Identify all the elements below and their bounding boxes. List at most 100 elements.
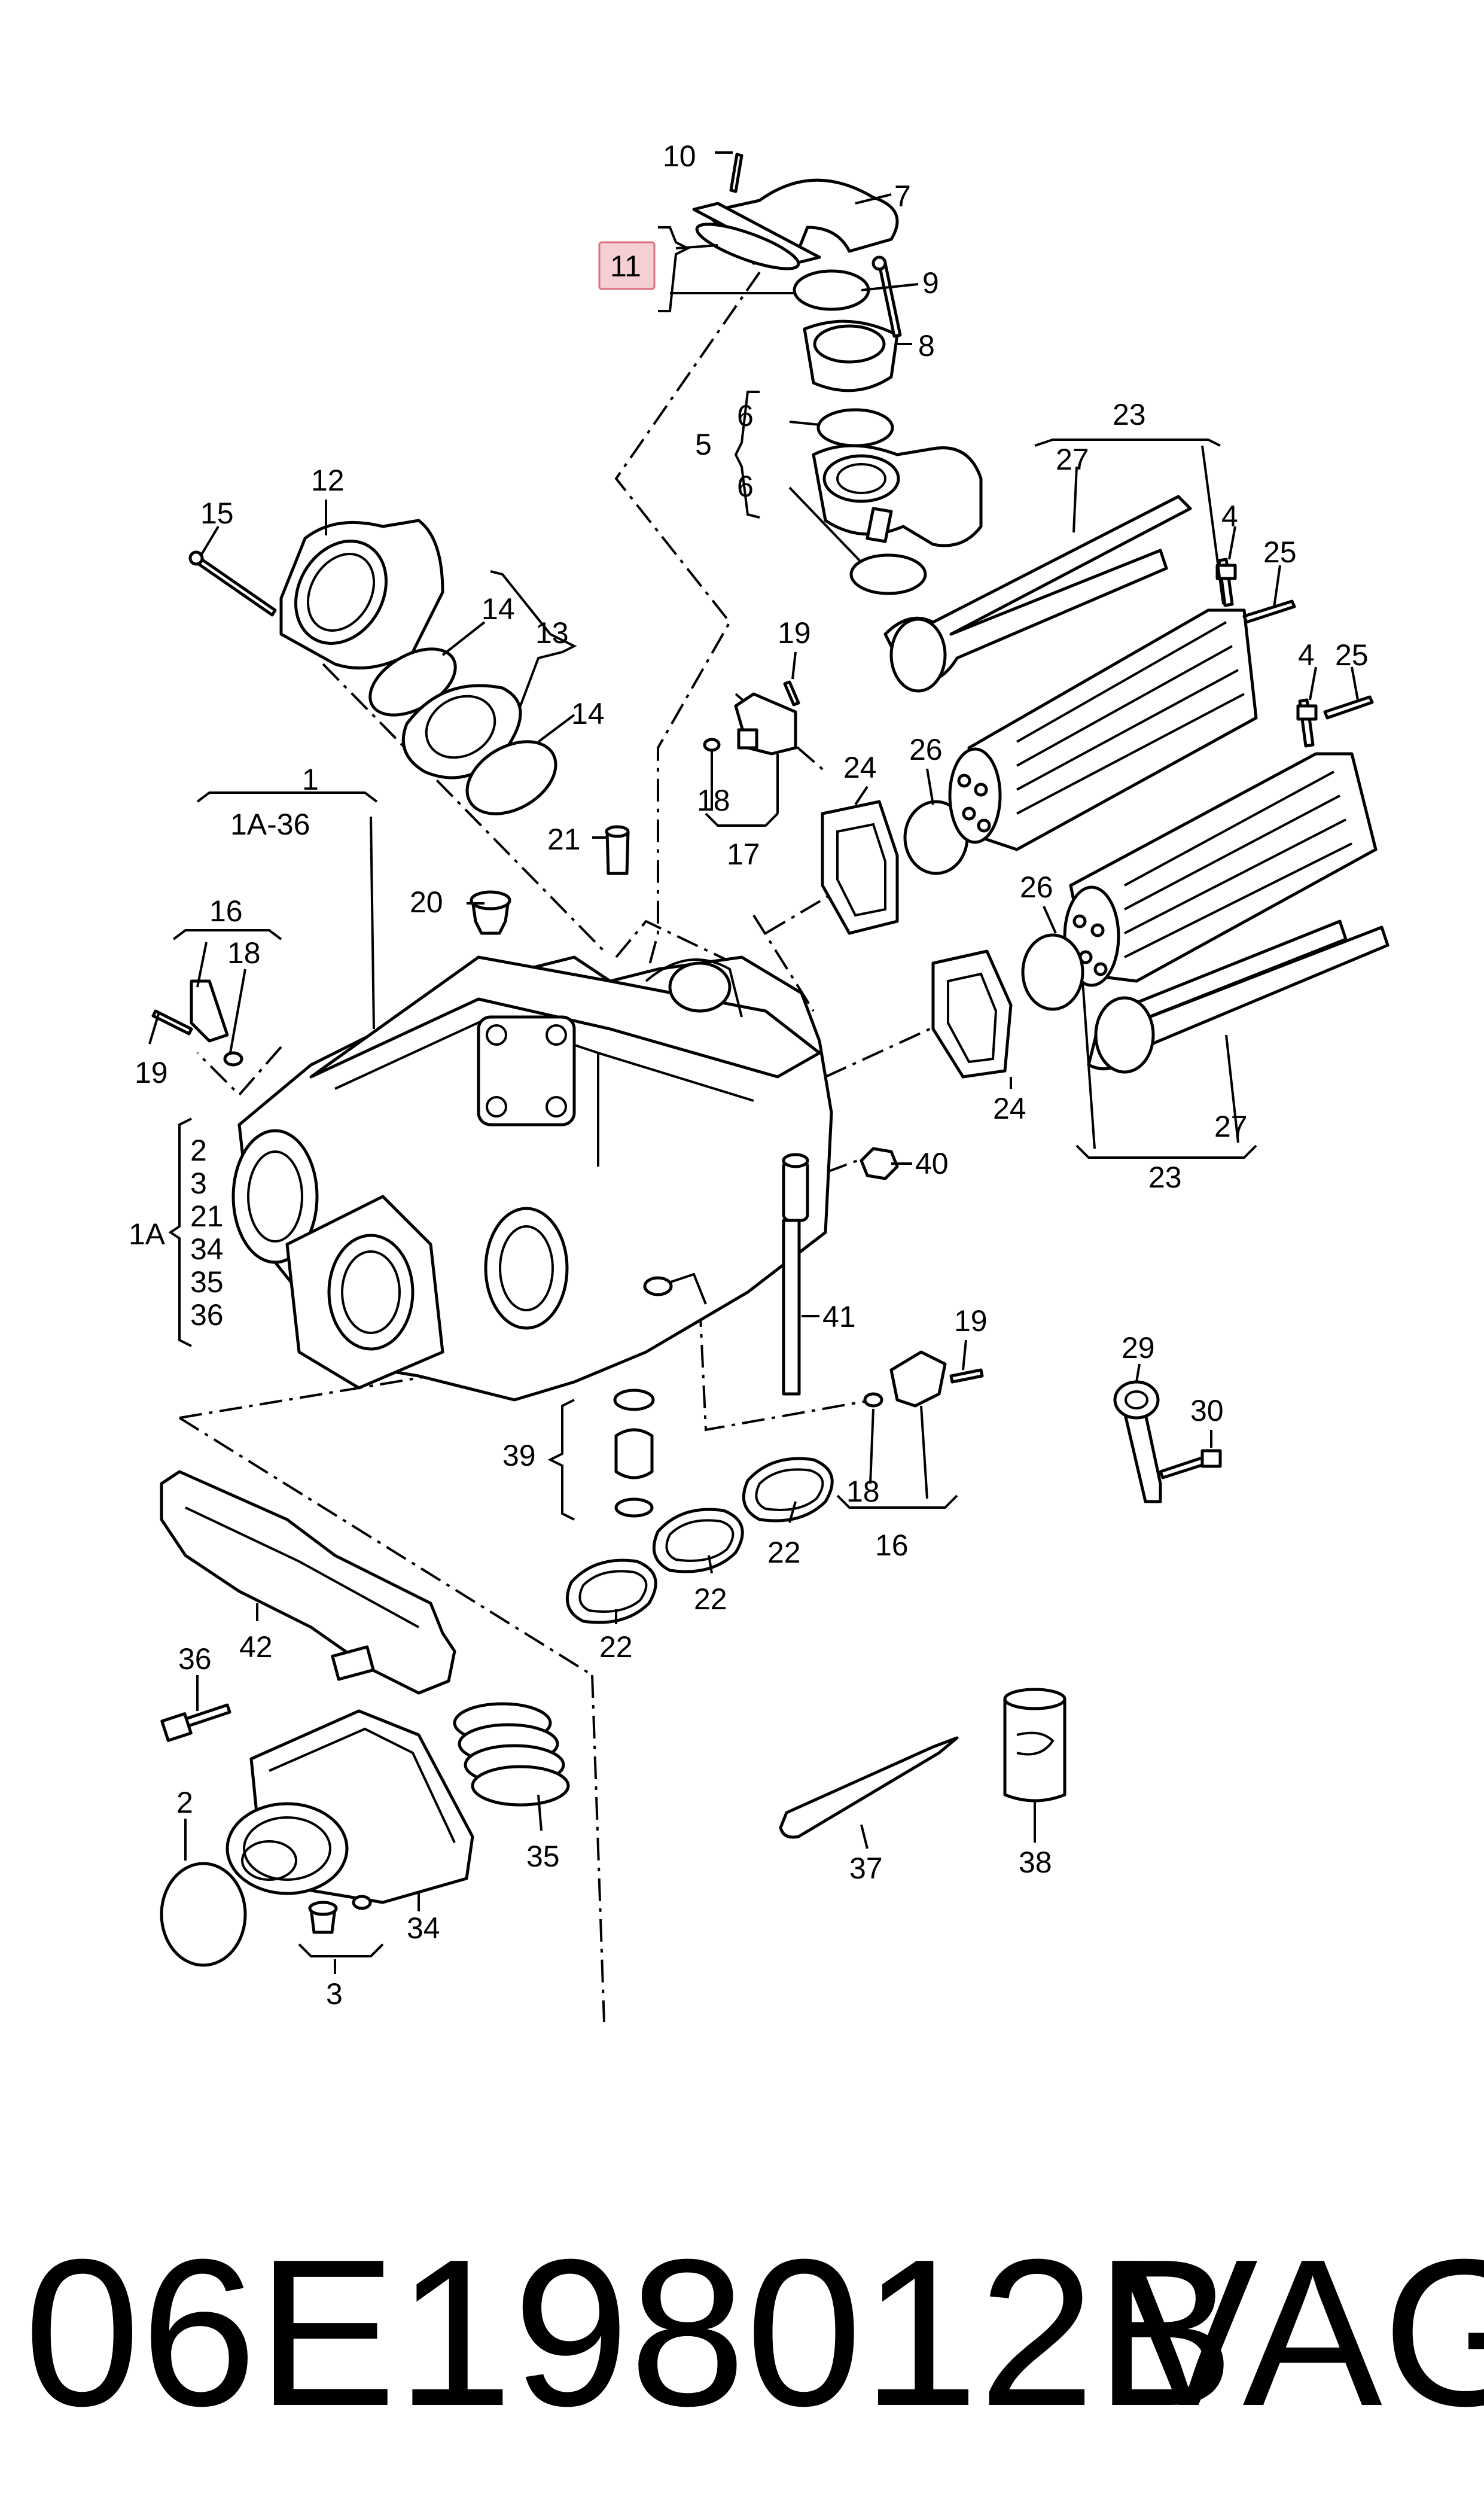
callout-18-left: 18 <box>227 936 261 970</box>
callout-3: 3 <box>326 1977 343 2011</box>
bypass-housing-assembly <box>160 1702 570 1967</box>
bolt-25-lower <box>1323 695 1374 720</box>
callout-23-lower: 23 <box>1148 1161 1182 1194</box>
callout-16-right: 16 <box>875 1529 909 1562</box>
callout-17: 17 <box>727 838 760 871</box>
crossover-pipe <box>160 1470 456 1695</box>
callout-4-upper: 4 <box>1221 500 1238 533</box>
wrench-29 <box>1113 1380 1162 1503</box>
callout-11: 11 <box>610 249 641 283</box>
bolt-10 <box>729 153 743 193</box>
outlet-elbow-assembly <box>692 153 902 392</box>
callout-19-right: 19 <box>954 1304 988 1338</box>
bolt-25-upper <box>1242 599 1296 624</box>
callout-30: 30 <box>1190 1394 1224 1427</box>
cooler-gaskets-upper <box>821 800 969 935</box>
callout-19-left: 19 <box>135 1056 168 1089</box>
callout-38: 38 <box>1019 1846 1052 1879</box>
callout-22-a: 22 <box>767 1536 801 1569</box>
inlet-connector-assembly <box>188 519 557 815</box>
tools-and-consumables <box>779 1380 1222 1839</box>
callout-14-lower: 14 <box>571 697 605 730</box>
callout-24-lower: 24 <box>993 1092 1026 1125</box>
charge-air-cooler-lower <box>931 695 1389 1079</box>
leader-lines <box>148 151 1359 1974</box>
callout-25-lower: 25 <box>1335 638 1369 672</box>
o-ring-outlet <box>793 269 870 311</box>
brand-label: VAG <box>1119 2216 1484 2450</box>
callout-8: 8 <box>918 329 935 363</box>
tool-37 <box>779 1736 959 1839</box>
connector-21 <box>605 830 630 875</box>
supercharger-housing <box>231 955 833 1402</box>
callout-3-list: 3 <box>190 1167 207 1200</box>
callout-26-lower: 26 <box>1020 870 1053 904</box>
callout-5: 5 <box>695 428 712 461</box>
callout-15: 15 <box>200 497 234 530</box>
callout-labels: 10 7 11 9 8 6 5 6 12 15 14 13 14 23 27 4… <box>129 139 1369 2011</box>
seal-26-lower <box>1021 933 1084 1011</box>
callout-34-list: 34 <box>190 1232 224 1266</box>
cap-2 <box>160 1862 247 1967</box>
callout-25-upper: 25 <box>1263 535 1297 569</box>
highlight-box-11 <box>598 241 656 290</box>
callout-6-lower: 6 <box>737 470 754 503</box>
o-ring-14-lower <box>465 740 557 815</box>
callout-19-upper: 19 <box>778 616 811 650</box>
callout-36-list: 36 <box>190 1298 224 1332</box>
callout-2-list: 2 <box>190 1134 207 1167</box>
callout-22-c: 22 <box>599 1630 633 1664</box>
callout-26-upper: 26 <box>909 733 943 766</box>
callout-27-upper: 27 <box>1056 443 1089 476</box>
stud-41 <box>782 1219 801 1396</box>
bolt-9 <box>877 261 902 338</box>
callout-39: 39 <box>502 1439 536 1472</box>
callout-10: 10 <box>663 139 696 173</box>
callout-2: 2 <box>176 1786 193 1819</box>
callout-21-list: 21 <box>190 1199 224 1233</box>
part-number: 06E198012B <box>24 2216 1235 2450</box>
oil-can-38 <box>1003 1688 1066 1803</box>
callout-42: 42 <box>239 1630 273 1664</box>
sensor-16-left <box>190 979 229 1043</box>
callout-34: 34 <box>407 1911 440 1945</box>
rotor-port-right <box>484 1207 569 1330</box>
callout-27-lower: 27 <box>1214 1110 1248 1143</box>
gasket-22-b <box>652 1508 744 1573</box>
pressure-sensor-assembly <box>703 680 800 756</box>
part-number-footer: 06E198012B VAG <box>24 2213 1484 2453</box>
callout-18-right: 18 <box>846 1475 880 1508</box>
bolt-30 <box>1159 1455 1209 1479</box>
callout-40: 40 <box>915 1147 949 1180</box>
gasket-plate-24-lower <box>931 949 1013 1079</box>
callout-1a-36: 1A-36 <box>230 808 310 841</box>
callout-29: 29 <box>1122 1331 1155 1365</box>
callout-35-list: 35 <box>190 1265 224 1299</box>
callout-16-left: 16 <box>209 894 243 928</box>
pipe-42 <box>160 1470 456 1695</box>
sensor-16-right <box>889 1350 947 1408</box>
callout-20: 20 <box>410 885 443 919</box>
callout-6-upper: 6 <box>737 399 754 433</box>
callout-22-b: 22 <box>694 1582 727 1616</box>
fitting-39 <box>614 1428 654 1479</box>
rotor-port-left <box>231 1129 319 1264</box>
gasket-22-c <box>565 1558 657 1624</box>
bolt-15 <box>193 555 277 617</box>
gasket-plate-24-upper <box>821 800 899 935</box>
callout-1: 1 <box>302 763 319 796</box>
gasket-22-a <box>742 1457 834 1523</box>
callout-36: 36 <box>178 1642 212 1676</box>
callout-14-upper: 14 <box>482 592 515 626</box>
nut-40 <box>860 1147 899 1180</box>
callout-13: 13 <box>535 616 569 650</box>
small-parts <box>151 825 984 1518</box>
callout-12: 12 <box>311 464 345 497</box>
callout-18-upper: 18 <box>697 784 730 817</box>
throttle-body-assembly <box>812 408 983 595</box>
spring-35 <box>453 1702 570 1807</box>
callout-9: 9 <box>922 266 939 300</box>
callout-21: 21 <box>547 823 581 856</box>
o-ring-6-lower <box>849 553 927 595</box>
